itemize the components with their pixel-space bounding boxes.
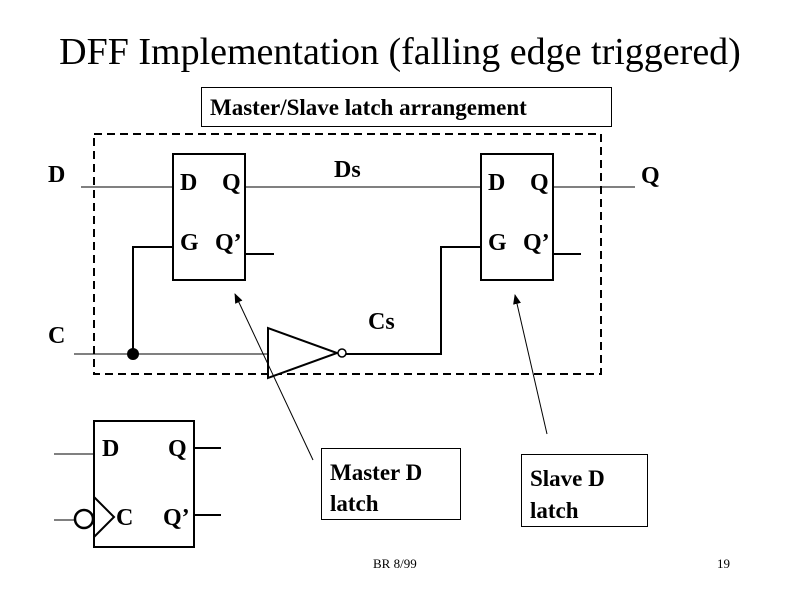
cs-wire <box>346 246 481 355</box>
master-callout-arrow <box>234 293 314 461</box>
master-pin-q: Q <box>222 170 241 196</box>
slave-latch-box <box>480 153 554 281</box>
master-g-wire <box>132 246 173 354</box>
dff-pin-qbar: Q’ <box>163 505 190 531</box>
input-d-label: D <box>48 162 66 188</box>
dff-pin-c: C <box>116 505 134 531</box>
slave-pin-d: D <box>488 170 506 196</box>
slave-pin-qbar: Q’ <box>523 230 550 256</box>
slave-callout-arrow <box>513 294 548 435</box>
slave-pin-q: Q <box>530 170 549 196</box>
footer-left: BR 8/99 <box>373 556 417 571</box>
dff-symbol-box <box>93 420 195 548</box>
master-latch-box <box>172 153 246 281</box>
master-slave-enclosure <box>93 133 602 375</box>
dff-pin-d: D <box>102 436 120 462</box>
inverter-bubble <box>337 348 347 358</box>
master-pin-d: D <box>180 170 198 196</box>
cs-label: Cs <box>368 309 395 335</box>
master-pin-qbar: Q’ <box>215 230 242 256</box>
output-q-label: Q <box>641 163 660 189</box>
ds-label: Ds <box>334 157 361 183</box>
arrangement-label: Master/Slave latch arrangement <box>201 87 612 127</box>
slide-title: DFF Implementation (falling edge trigger… <box>59 31 741 73</box>
slave-pin-g: G <box>488 230 507 256</box>
dff-clock-edge-icon <box>93 496 116 538</box>
master-latch-callout: Master D latch <box>321 448 461 520</box>
page-number: 19 <box>717 556 730 571</box>
master-pin-g: G <box>180 230 199 256</box>
dff-clock-bubble <box>73 508 95 530</box>
dff-pin-q: Q <box>168 436 187 462</box>
slave-latch-callout: Slave D latch <box>521 454 648 527</box>
inverter-triangle <box>267 326 340 380</box>
input-c-label: C <box>48 323 66 349</box>
